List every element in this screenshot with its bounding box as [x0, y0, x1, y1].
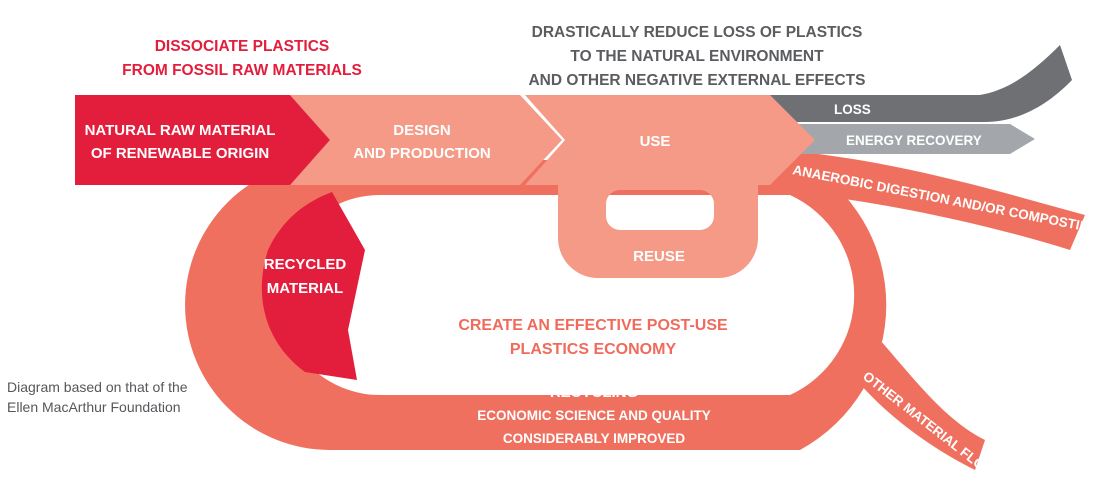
raw-material-arrow: [75, 95, 330, 185]
credit-line2: Ellen MacArthur Foundation: [7, 399, 181, 415]
energy-recovery-label: ENERGY RECOVERY: [846, 133, 982, 148]
anaerobic-composting-band: [770, 150, 1085, 250]
dissociate-title-line2: FROM FOSSIL RAW MATERIALS: [122, 62, 362, 79]
raw-material-label-line2: OF RENEWABLE ORIGIN: [91, 145, 269, 162]
reduce-title-line2: TO THE NATURAL ENVIRONMENT: [570, 48, 824, 65]
recycling-label-line1: RECYCLING: [550, 384, 638, 401]
design-label-line2: AND PRODUCTION: [353, 145, 491, 162]
use-label: USE: [640, 133, 671, 150]
other-material-flows-band: [850, 340, 985, 470]
reduce-title-line1: DRASTICALLY REDUCE LOSS OF PLASTICS: [532, 24, 863, 41]
recycling-loop: [185, 160, 887, 450]
post-use-label-line2: PLASTICS ECONOMY: [510, 341, 677, 358]
design-production-arrow: [290, 95, 562, 185]
design-label-line1: DESIGN: [393, 122, 451, 139]
credit-line1: Diagram based on that of the: [7, 379, 188, 395]
dissociate-title-line1: DISSOCIATE PLASTICS: [155, 38, 330, 55]
reuse-label: REUSE: [633, 248, 685, 265]
reduce-title-line3: AND OTHER NEGATIVE EXTERNAL EFFECTS: [528, 72, 865, 89]
recycled-label-line2: MATERIAL: [267, 280, 343, 297]
recycling-label-line3: CONSIDERABLY IMPROVED: [503, 431, 686, 446]
post-use-label-line1: CREATE AN EFFECTIVE POST-USE: [458, 317, 728, 334]
loss-label: LOSS: [834, 102, 871, 117]
other-flows-label: OTHER MATERIAL FLOWS: [860, 369, 1005, 487]
recycled-label-line1: RECYCLED: [264, 256, 347, 273]
reuse-block: [558, 170, 758, 278]
raw-material-label-line1: NATURAL RAW MATERIAL: [85, 122, 276, 139]
recycled-material-segment: [261, 192, 365, 380]
recycling-label-line2: ECONOMIC SCIENCE AND QUALITY: [477, 408, 711, 423]
loss-arrow: [755, 45, 1072, 122]
energy-recovery-arrow: [780, 124, 1035, 154]
use-arrow: [525, 95, 815, 185]
